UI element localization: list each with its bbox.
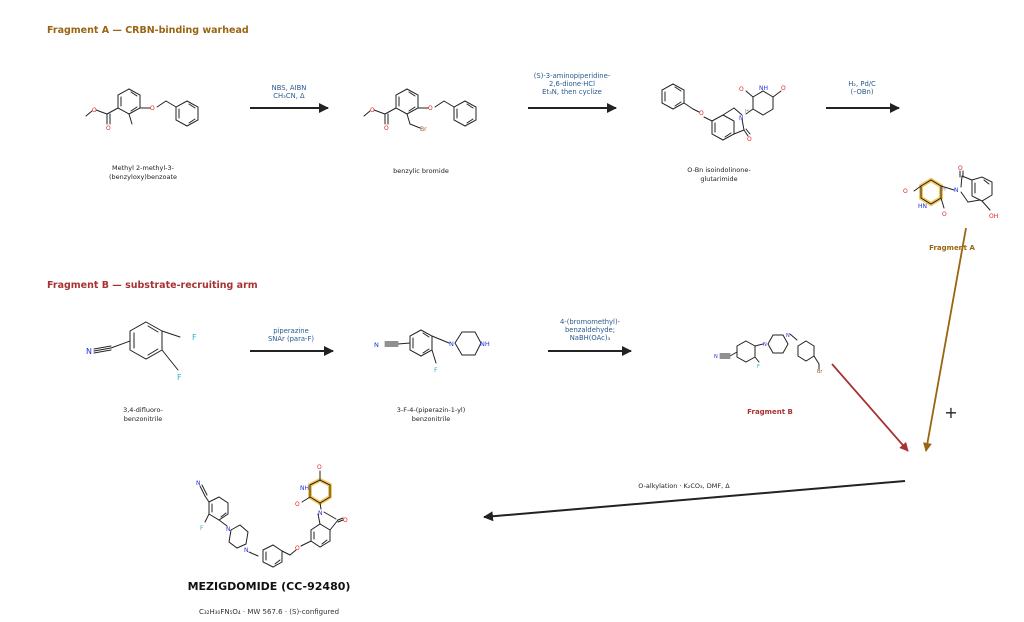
svg-text:O: O [747, 136, 752, 143]
final-product-name: MEZIGDOMIDE (CC-92480) [188, 580, 351, 593]
cond-a3-line-1: H₂, Pd/C [848, 80, 876, 88]
arrow-coupling [483, 480, 906, 522]
svg-text:O: O [958, 165, 963, 172]
svg-text:N: N [318, 510, 323, 517]
molecule-fragment-a: O O HN H N O OH [903, 165, 998, 220]
label-line-1: O-Bn isoindolinone- [687, 166, 751, 174]
svg-text:H: H [745, 109, 749, 115]
svg-text:O: O [781, 85, 786, 92]
label-line-2: glutarimide [700, 175, 737, 183]
molecule-mezigdomide: N F N N O N O [196, 464, 348, 568]
cond-a2-line-1: (S)-3-aminopiperidine- [534, 72, 611, 80]
molecule-fragment-b: N F N N Br [714, 333, 823, 375]
label-line-2: benzonitrile [412, 415, 450, 423]
molecule-obn-isoindolinone-glutarimide: O N O H O O NH [661, 83, 786, 143]
svg-text:O: O [295, 501, 300, 508]
molecule-benzylic-bromide: O O Br O [363, 88, 477, 133]
label-line-1: Methyl 2-methyl-3- [112, 164, 175, 172]
svg-text:HN: HN [918, 203, 927, 210]
svg-text:O: O [92, 107, 97, 114]
svg-text:Br: Br [420, 126, 427, 133]
svg-text:N: N [786, 333, 790, 339]
svg-text:O: O [428, 105, 433, 112]
svg-text:O: O [739, 86, 744, 93]
svg-text:N: N [374, 341, 379, 349]
svg-text:O: O [150, 105, 155, 112]
cond-b2-line-1: 4-(bromomethyl)- [560, 318, 621, 326]
svg-text:N: N [244, 547, 249, 554]
svg-text:Br: Br [817, 369, 823, 375]
molecule-3-4-difluorobenzonitrile: N F F [86, 321, 197, 382]
svg-text:NH: NH [300, 485, 309, 492]
svg-text:O: O [343, 517, 348, 524]
final-product-formula: C₃₂H₃₀FN₅O₄ · MW 567.6 · (S)-configured [199, 608, 339, 616]
molecule-piperazinyl-benzonitrile: N F N NH [374, 329, 490, 374]
fragment-a-label: Fragment A [929, 244, 975, 252]
cond-b2-line-2: benzaldehyde; [565, 326, 615, 334]
cond-a1-line-2: CH₃CN, Δ [273, 92, 305, 100]
coupling-conditions: O-alkylation · K₂CO₃, DMF, Δ [638, 482, 730, 490]
svg-text:N: N [714, 354, 718, 360]
cond-a1-line-1: NBS, AIBN [272, 84, 307, 92]
svg-text:N: N [739, 115, 744, 122]
svg-text:N: N [449, 340, 454, 348]
cond-a2-line-2: 2,6-dione·HCl [549, 80, 595, 88]
fragment-b-label: Fragment B [747, 408, 793, 416]
cond-b1-line-1: piperazine [273, 327, 309, 335]
arrow-fragment-b-to-coupling [831, 363, 909, 452]
cond-a3-line-2: (–OBn) [850, 88, 873, 96]
cond-b2-line-3: NaBH(OAc)₃ [570, 334, 611, 342]
svg-text:O: O [295, 545, 300, 552]
cond-a2-line-3: Et₃N, then cyclize [542, 88, 602, 96]
svg-text:O: O [903, 188, 908, 195]
svg-text:N: N [226, 526, 231, 533]
svg-text:F: F [192, 333, 197, 342]
label-benzylic-bromide: benzylic bromide [393, 167, 449, 175]
svg-text:O: O [384, 125, 389, 132]
svg-text:O: O [370, 107, 375, 114]
label-line-1: 3,4-difluoro- [123, 406, 163, 414]
plus-sign: + [944, 403, 957, 422]
svg-text:NH: NH [759, 85, 768, 92]
svg-text:F: F [757, 364, 760, 370]
label-line-2: (benzyloxy)benzoate [109, 173, 177, 181]
fragment-a-header: Fragment A — CRBN-binding warhead [47, 25, 249, 36]
svg-text:F: F [177, 373, 182, 382]
svg-text:N: N [954, 187, 959, 194]
svg-text:N: N [763, 342, 767, 348]
svg-text:O: O [317, 464, 322, 471]
svg-text:H: H [942, 187, 946, 193]
svg-text:F: F [200, 525, 204, 532]
svg-text:OH: OH [989, 213, 998, 220]
svg-text:O: O [942, 211, 947, 218]
fragment-b-header: Fragment B — substrate-recruiting arm [47, 280, 258, 291]
svg-text:NH: NH [480, 340, 490, 348]
svg-text:F: F [434, 366, 438, 374]
arrow-fragment-a-to-coupling [923, 227, 967, 452]
label-line-2: benzonitrile [124, 415, 162, 423]
cond-b1-line-2: SNAr (para-F) [268, 335, 314, 343]
svg-text:N: N [196, 480, 201, 487]
svg-text:O: O [699, 110, 704, 117]
molecule-methyl-2-methyl-3-benzyloxybenzoate: O O O [85, 88, 199, 132]
svg-text:N: N [86, 347, 92, 356]
svg-text:O: O [106, 125, 111, 132]
label-line-1: 3-F-4-(piperazin-1-yl) [397, 406, 466, 414]
